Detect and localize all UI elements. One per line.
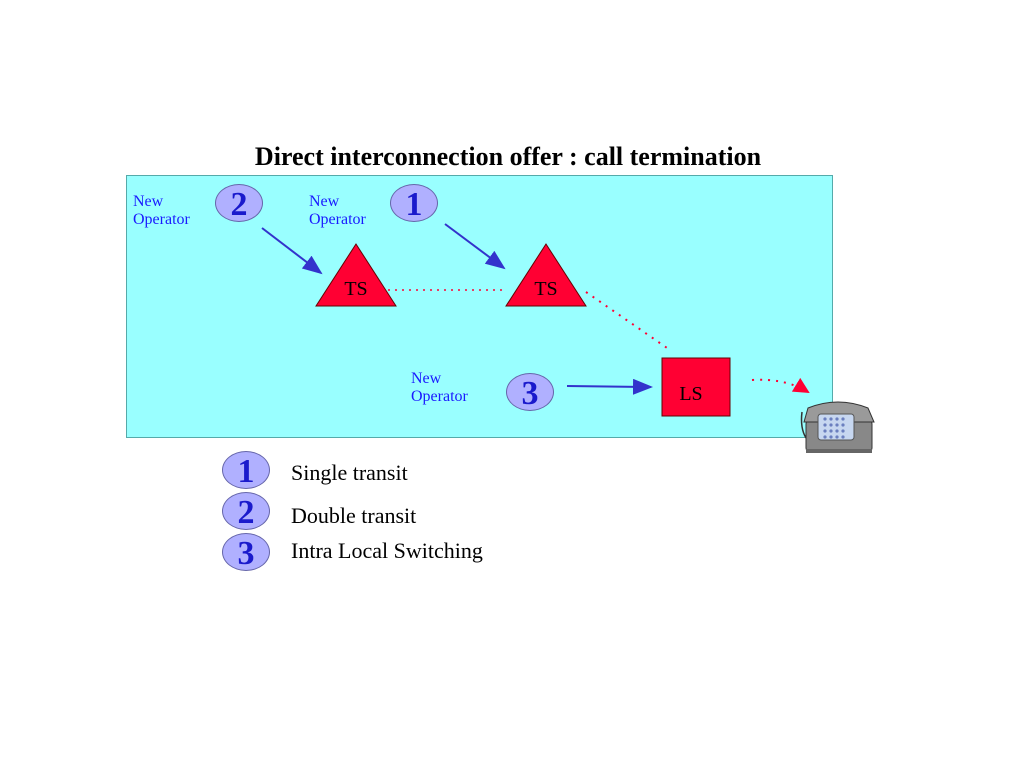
- operator-badge-2: 2: [215, 184, 263, 223]
- ts-right-switch: [505, 243, 587, 307]
- arrow-op2-ts: [261, 227, 323, 275]
- operator-label-line2: Operator: [411, 388, 468, 405]
- operator-label-line1: New: [133, 193, 164, 210]
- legend-badge-3: 3: [222, 533, 270, 572]
- link-ts-ls: [585, 291, 671, 351]
- operator-badge-3: 3: [506, 373, 554, 412]
- operator-label-line2: Operator: [133, 211, 190, 228]
- operator-label-line2: Operator: [309, 211, 366, 228]
- operator-label-line1: New: [309, 193, 340, 210]
- arrow-op1-ts: [444, 223, 506, 270]
- ts-left-switch: [315, 243, 397, 307]
- page-title: Direct interconnection offer : call term…: [254, 142, 762, 171]
- ts-right-label: TS: [534, 278, 558, 300]
- legend-text-intra-local-switching: Intra Local Switching: [291, 538, 483, 563]
- ls-label: LS: [679, 383, 703, 405]
- operator-label-3: New Operator: [411, 370, 468, 406]
- legend-text-single-transit: Single transit: [291, 460, 408, 485]
- ls-switch: [661, 357, 731, 417]
- telephone-icon: [800, 401, 875, 453]
- legend-text-double-transit: Double transit: [291, 503, 417, 528]
- legend-badge-2: 2: [222, 492, 270, 531]
- operator-label-line1: New: [411, 370, 442, 387]
- operator-label-1: New Operator: [309, 193, 366, 229]
- operator-badge-1: 1: [390, 184, 438, 223]
- ts-left-label: TS: [344, 278, 368, 300]
- link-ls-phone: [751, 377, 810, 394]
- legend-badge-1: 1: [222, 451, 270, 490]
- arrow-op3-ls: [566, 378, 653, 395]
- operator-label-2: New Operator: [133, 193, 190, 229]
